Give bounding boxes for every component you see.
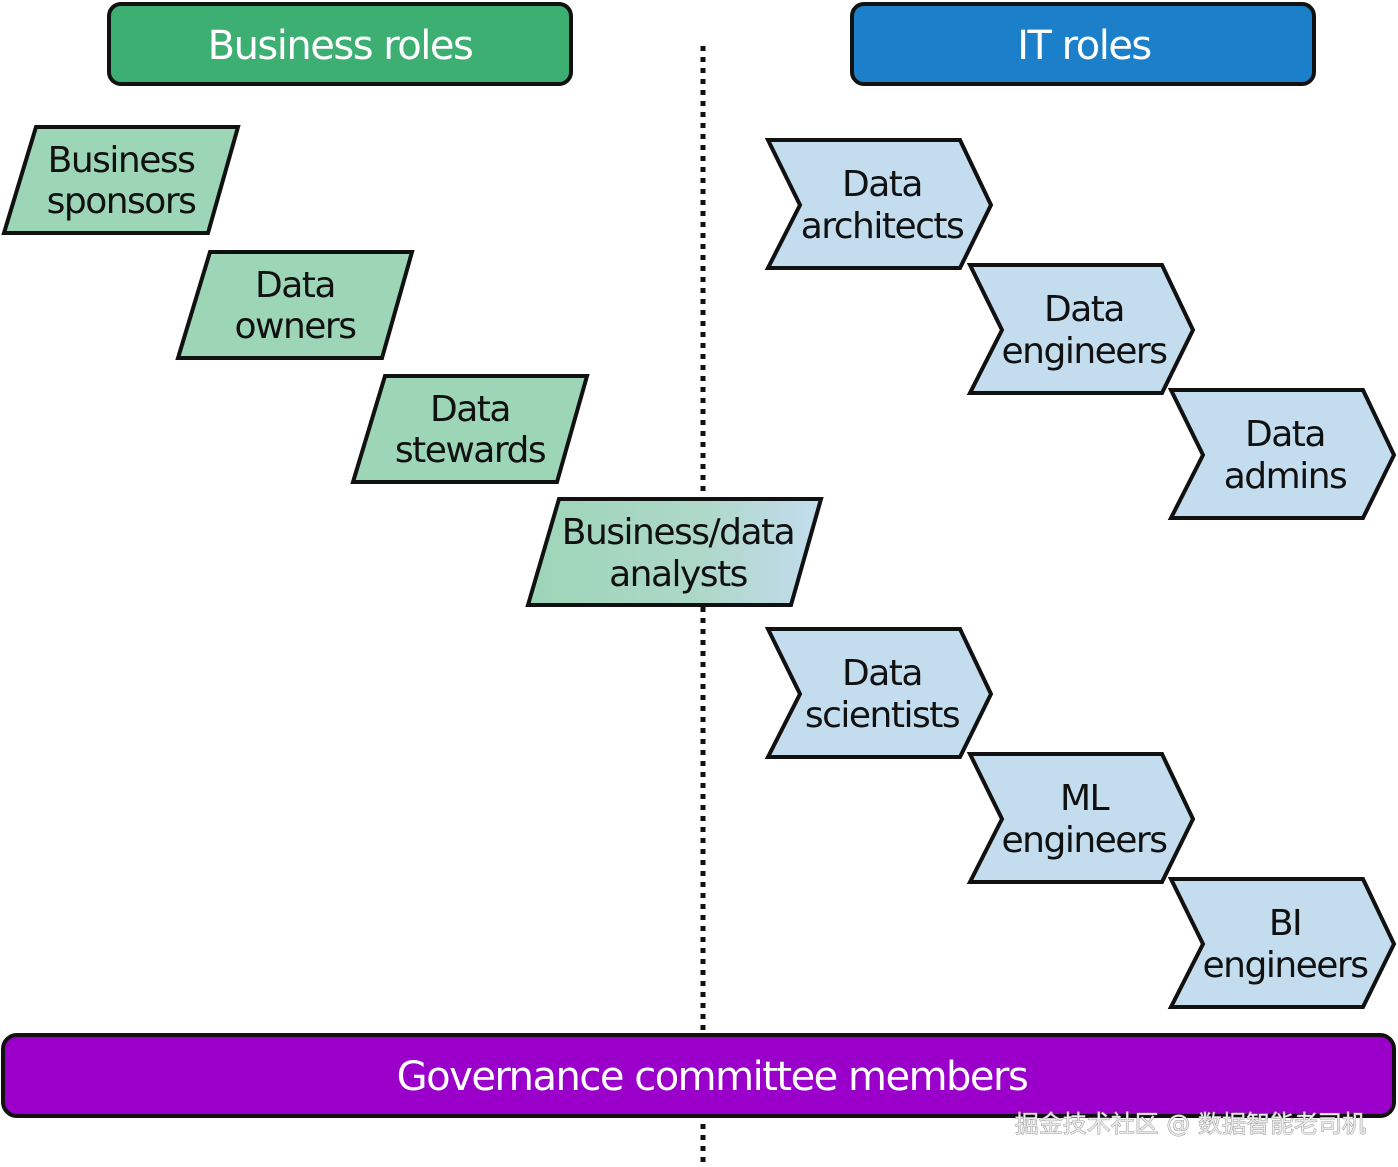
governance-committee-label: Governance committee members [397, 1054, 1028, 1100]
role-label: ML [1060, 778, 1110, 819]
role-label: architects [801, 206, 964, 247]
it-role-architects: Data architects [764, 138, 994, 270]
role-label: scientists [805, 695, 959, 736]
it-roles-header: IT roles [850, 2, 1316, 86]
role-label: Data [842, 164, 922, 205]
it-role-scientists: Data scientists [764, 627, 994, 759]
role-label: engineers [1203, 945, 1368, 986]
it-role-bi-engineers: BI engineers [1167, 877, 1397, 1009]
business-role-stewards: Data stewards [350, 374, 590, 484]
role-label: Business [48, 140, 195, 181]
role-label: Data [842, 653, 922, 694]
business-roles-header: Business roles [107, 2, 573, 86]
role-label: owners [235, 306, 356, 347]
watermark: 掘金技术社区 @ 数据智能老司机 [1015, 1110, 1366, 1138]
role-label: stewards [395, 430, 545, 471]
business-roles-header-label: Business roles [208, 23, 473, 69]
role-label: Business/data [562, 512, 794, 553]
governance-committee-bar: Governance committee members [1, 1033, 1396, 1118]
business-role-owners: Data owners [175, 250, 415, 360]
business-role-sponsors: Business sponsors [1, 125, 241, 235]
it-role-engineers: Data engineers [966, 263, 1196, 395]
role-label: BI [1269, 903, 1301, 944]
role-label: analysts [609, 554, 747, 595]
role-label: engineers [1002, 820, 1167, 861]
it-role-admins: Data admins [1167, 388, 1397, 520]
role-label: Data [430, 389, 510, 430]
role-label: admins [1224, 456, 1347, 497]
it-roles-header-label: IT roles [1017, 23, 1151, 69]
it-role-ml-engineers: ML engineers [966, 752, 1196, 884]
role-label: Data [1245, 414, 1325, 455]
role-label: sponsors [47, 181, 196, 222]
business-role-analysts: Business/data analysts [525, 497, 824, 607]
role-label: engineers [1002, 331, 1167, 372]
role-label: Data [255, 265, 335, 306]
role-label: Data [1044, 289, 1124, 330]
